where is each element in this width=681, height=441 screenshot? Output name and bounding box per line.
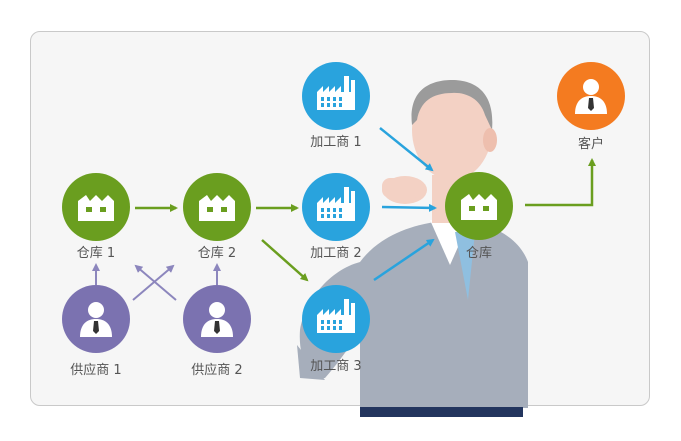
warehouse-1-node[interactable] (62, 173, 130, 241)
supplier-2-label: 供应商 2 (191, 363, 243, 378)
supplier-1-node[interactable] (62, 285, 130, 353)
arrow-supplier1-warehouse2 (132, 264, 175, 301)
arrow-processor3-warehouse (373, 238, 435, 282)
supplier-2-node[interactable] (183, 285, 251, 353)
arrow-warehouse-customer (525, 158, 596, 207)
customer-label: 客户 (577, 137, 605, 152)
factory-icon (317, 187, 355, 221)
processor-2-node[interactable] (302, 173, 370, 241)
processor-1-node[interactable] (302, 62, 370, 130)
person-icon (201, 302, 233, 337)
warehouse-1-label: 仓库 1 (76, 246, 116, 261)
supplier-1-label: 供应商 1 (70, 363, 122, 378)
arrow-processor1-warehouse (379, 127, 434, 172)
processor-2-label: 加工商 2 (310, 246, 362, 261)
warehouse-2-label: 仓库 2 (197, 246, 237, 261)
warehouse-icon (78, 195, 114, 221)
arrow-supplier2-warehouse1 (134, 264, 177, 301)
person-icon (80, 302, 112, 337)
warehouse-icon (199, 195, 235, 221)
warehouse-2-node[interactable] (183, 173, 251, 241)
factory-icon (317, 299, 355, 333)
warehouse-central-label: 仓库 (465, 246, 493, 261)
customer-node[interactable] (557, 62, 625, 130)
person-icon (575, 79, 607, 114)
processor-3-label: 加工商 3 (310, 359, 362, 374)
processor-1-label: 加工商 1 (310, 135, 362, 150)
warehouse-central-node[interactable] (445, 172, 513, 240)
warehouse-icon (461, 194, 497, 220)
processor-3-node[interactable] (302, 285, 370, 353)
factory-icon (317, 76, 355, 110)
arrow-processor2-warehouse (381, 203, 437, 212)
arrow-warehouse2-processor3 (261, 239, 309, 282)
